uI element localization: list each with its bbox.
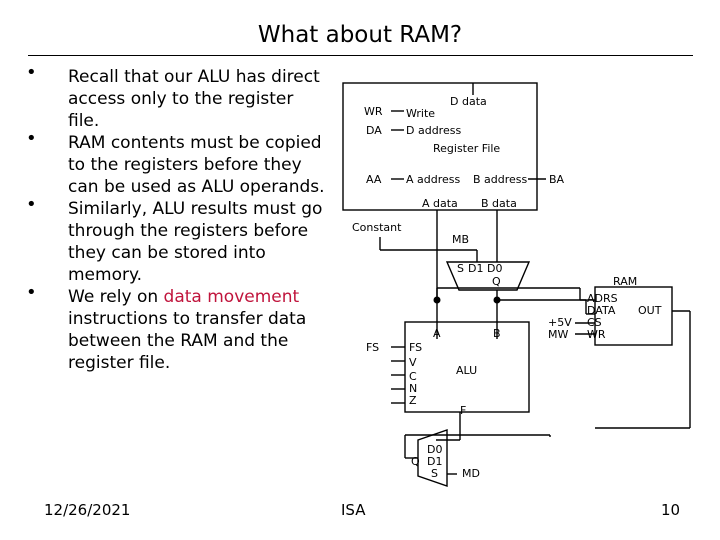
mux-b-d1-label: D1	[468, 262, 483, 275]
da-label: DA	[366, 124, 382, 137]
alu-f-label: F	[460, 404, 466, 417]
status-v-label: V	[409, 356, 417, 369]
bullet-text: Recall that our ALU has direct access on…	[68, 67, 320, 131]
md-label: MD	[462, 467, 480, 480]
b-data-label: B data	[481, 197, 517, 210]
a-data-label: A data	[422, 197, 458, 210]
ba-label: BA	[549, 173, 565, 186]
bullet-item: • Similarly, ALU results must go through…	[26, 194, 326, 286]
vcc-label: +5V	[548, 316, 572, 329]
bullet-list: • Recall that our ALU has direct access …	[26, 62, 326, 374]
bullet-text: RAM contents must be copied to the regis…	[68, 133, 325, 197]
page-number: 10	[661, 501, 681, 519]
bullet-symbol: •	[26, 194, 37, 215]
junction-dot	[493, 296, 501, 304]
highlighted-term: data movement	[163, 287, 300, 307]
bullet-text: Similarly, ALU results must go through t…	[68, 199, 323, 285]
mux-d-s-label: S	[431, 467, 438, 480]
bullet-text-before-highlight: We rely on	[68, 287, 164, 307]
ram-out-label: OUT	[638, 304, 662, 317]
status-n-label: N	[409, 382, 417, 395]
ram-block	[594, 286, 673, 346]
alu-block	[404, 321, 530, 413]
register-file-block	[342, 82, 538, 211]
ram-wr-label: WR	[587, 328, 606, 341]
mux-d	[417, 429, 448, 487]
a-address-label: A address	[406, 173, 461, 186]
mux-d-d0-label: D0	[427, 443, 442, 456]
bullet-item: • Recall that our ALU has direct access …	[26, 62, 326, 132]
mb-label: MB	[452, 233, 469, 246]
bullet-item: • We rely on data movement instructions …	[26, 282, 326, 374]
mux-d-q-label: Q	[411, 455, 420, 468]
ram-adrs-label: ADRS	[587, 292, 618, 305]
footer-date: 12/26/2021	[44, 501, 131, 519]
alu-label: ALU	[456, 364, 477, 377]
slide-title: What about RAM?	[257, 22, 463, 48]
d-address-label: D address	[406, 124, 461, 137]
bullet-symbol: •	[26, 282, 37, 303]
status-z-label: Z	[409, 394, 417, 407]
bullet-symbol: •	[26, 128, 37, 149]
alu-b-label: B	[493, 327, 501, 340]
d-data-label: D data	[450, 95, 487, 108]
bullet-text-after-highlight: instructions to transfer data between th…	[68, 309, 307, 373]
bullet-symbol: •	[26, 62, 37, 83]
constant-label: Constant	[352, 221, 402, 234]
bullet-item: • RAM contents must be copied to the reg…	[26, 128, 326, 198]
wr-label: WR	[364, 105, 383, 118]
mux-b	[445, 261, 531, 291]
alu-a-label: A	[433, 327, 441, 340]
b-address-label: B address	[473, 173, 528, 186]
write-port-label: Write	[406, 107, 435, 120]
ram-cs-label: CS	[587, 316, 602, 329]
mux-b-q-label: Q	[492, 275, 501, 288]
title-divider	[28, 55, 693, 56]
mux-b-d0-label: D0	[487, 262, 502, 275]
mw-label: MW	[548, 328, 568, 341]
mux-b-select-label: S	[457, 262, 464, 275]
fs-input-label: FS	[366, 341, 379, 354]
register-file-label: Register File	[433, 142, 500, 155]
footer-center-label: ISA	[341, 501, 366, 519]
mux-d-d1-label: D1	[427, 455, 442, 468]
ram-label: RAM	[613, 275, 637, 288]
status-c-label: C	[409, 370, 417, 383]
aa-label: AA	[366, 173, 382, 186]
ram-data-label: DATA	[587, 304, 616, 317]
fs-port-label: FS	[409, 341, 422, 354]
